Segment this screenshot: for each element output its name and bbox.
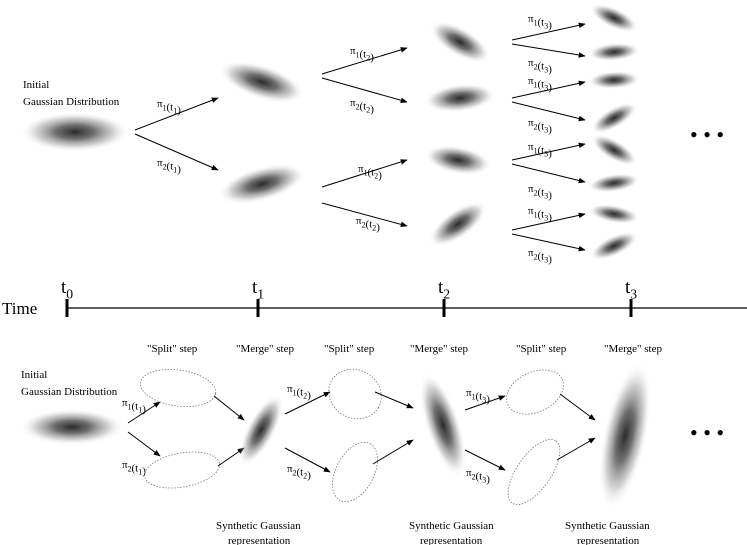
gaussian-blob <box>429 201 487 247</box>
arrow <box>284 447 331 473</box>
arrow <box>511 80 586 99</box>
split-step-label: "Split" step <box>147 343 198 355</box>
bottom-split-merge: Initial Gaussian Distribution "Split" st… <box>20 343 724 545</box>
pi-label: π1(t3) <box>466 387 490 406</box>
synthetic-label-line2: representation <box>228 535 291 545</box>
gaussian-blob <box>20 112 130 152</box>
arrow <box>511 212 586 231</box>
arrow <box>134 133 219 171</box>
arrow <box>464 395 506 411</box>
arrow <box>559 393 596 421</box>
merge-step-label: "Merge" step <box>410 343 468 355</box>
bottom-initial-label-line2: Gaussian Distribution <box>21 386 118 398</box>
synthetic-label-line1: Synthetic Gaussian <box>565 520 650 532</box>
gaussian-blob <box>20 409 124 445</box>
bottom-ellipsis: • • • <box>690 420 724 445</box>
arrow <box>321 202 408 228</box>
synthetic-gaussian-blob <box>419 372 467 478</box>
arrow <box>321 77 408 103</box>
arrow <box>134 97 219 131</box>
gaussian-blob <box>424 145 492 175</box>
timeline: Time t0 t1 t2 t3 <box>2 277 747 318</box>
pi-label: π2(t3) <box>528 247 552 266</box>
gaussian-blob <box>588 42 640 62</box>
synthetic-gaussian-blob <box>238 394 284 466</box>
time-label: Time <box>2 299 37 318</box>
gaussian-blob <box>590 102 638 134</box>
tick-label: t2 <box>438 277 450 302</box>
pi-label: π2(t3) <box>528 57 552 76</box>
synthetic-gaussian-blob <box>598 362 652 510</box>
arrow <box>213 395 245 421</box>
synthetic-label-line2: representation <box>577 535 640 545</box>
pi-label: π2(t2) <box>356 215 380 234</box>
top-tree: Initial Gaussian Distribution π1(t1) π2(… <box>20 3 724 266</box>
gaussian-blob <box>590 3 638 33</box>
pi-label: π1(t3) <box>528 141 552 160</box>
pi-label: π2(t1) <box>122 459 146 478</box>
pi-label: π2(t2) <box>287 463 311 482</box>
synthetic-label-line2: representation <box>420 535 483 545</box>
gaussian-blob <box>590 134 638 166</box>
pi-label: π1(t2) <box>358 163 382 182</box>
top-initial-label-line1: Initial <box>23 79 49 91</box>
split-component-ellipse <box>506 369 564 415</box>
arrow <box>284 391 331 415</box>
pi-label: π1(t3) <box>528 75 552 94</box>
arrow <box>127 401 161 424</box>
gaussian-blob <box>429 21 491 63</box>
top-initial-label-line2: Gaussian Distribution <box>23 96 120 108</box>
tick-label: t0 <box>61 277 73 302</box>
gaussian-blob <box>588 173 640 193</box>
gaussian-blob <box>590 231 638 261</box>
pi-label: π2(t3) <box>528 117 552 136</box>
pi-label: π1(t2) <box>350 45 374 64</box>
arrow <box>372 439 414 465</box>
synthetic-label-line1: Synthetic Gaussian <box>216 520 301 532</box>
split-component-ellipse <box>332 441 378 503</box>
pi-label: π2(t2) <box>350 97 374 116</box>
bottom-initial-label-line1: Initial <box>21 369 47 381</box>
split-step-label: "Split" step <box>324 343 375 355</box>
split-component-ellipse <box>139 369 217 407</box>
gaussian-blob <box>218 163 306 205</box>
synthetic-label-line1: Synthetic Gaussian <box>409 520 494 532</box>
arrow <box>511 22 586 41</box>
arrow <box>511 163 586 184</box>
pi-label: π1(t3) <box>528 205 552 224</box>
arrow <box>321 47 408 75</box>
pi-label: π1(t1) <box>157 98 181 117</box>
split-component-ellipse <box>144 451 220 489</box>
pi-label: π1(t1) <box>122 397 146 416</box>
arrow <box>374 391 414 409</box>
pi-label: π2(t1) <box>157 157 181 176</box>
arrow <box>127 431 161 457</box>
split-component-ellipse <box>507 438 561 506</box>
gaussian-blob <box>218 60 306 104</box>
pi-label: π1(t2) <box>287 383 311 402</box>
tick-label: t1 <box>252 277 264 302</box>
gaussian-blob <box>424 83 496 113</box>
tick-label: t3 <box>625 277 637 302</box>
split-step-label: "Split" step <box>516 343 567 355</box>
merge-step-label: "Merge" step <box>604 343 662 355</box>
pi-label: π1(t3) <box>528 13 552 32</box>
arrow <box>321 159 408 188</box>
top-ellipsis: • • • <box>690 122 724 147</box>
arrow <box>556 437 596 461</box>
arrow <box>511 142 586 161</box>
pi-label: π2(t3) <box>528 183 552 202</box>
arrow <box>511 233 586 252</box>
pi-label: π2(t3) <box>466 467 490 486</box>
arrow <box>464 449 506 471</box>
merge-step-label: "Merge" step <box>236 343 294 355</box>
split-component-ellipse <box>328 368 382 420</box>
arrow <box>511 101 586 122</box>
arrow <box>511 43 586 58</box>
gaussian-blob <box>588 70 640 90</box>
gaussian-blob <box>588 204 640 224</box>
